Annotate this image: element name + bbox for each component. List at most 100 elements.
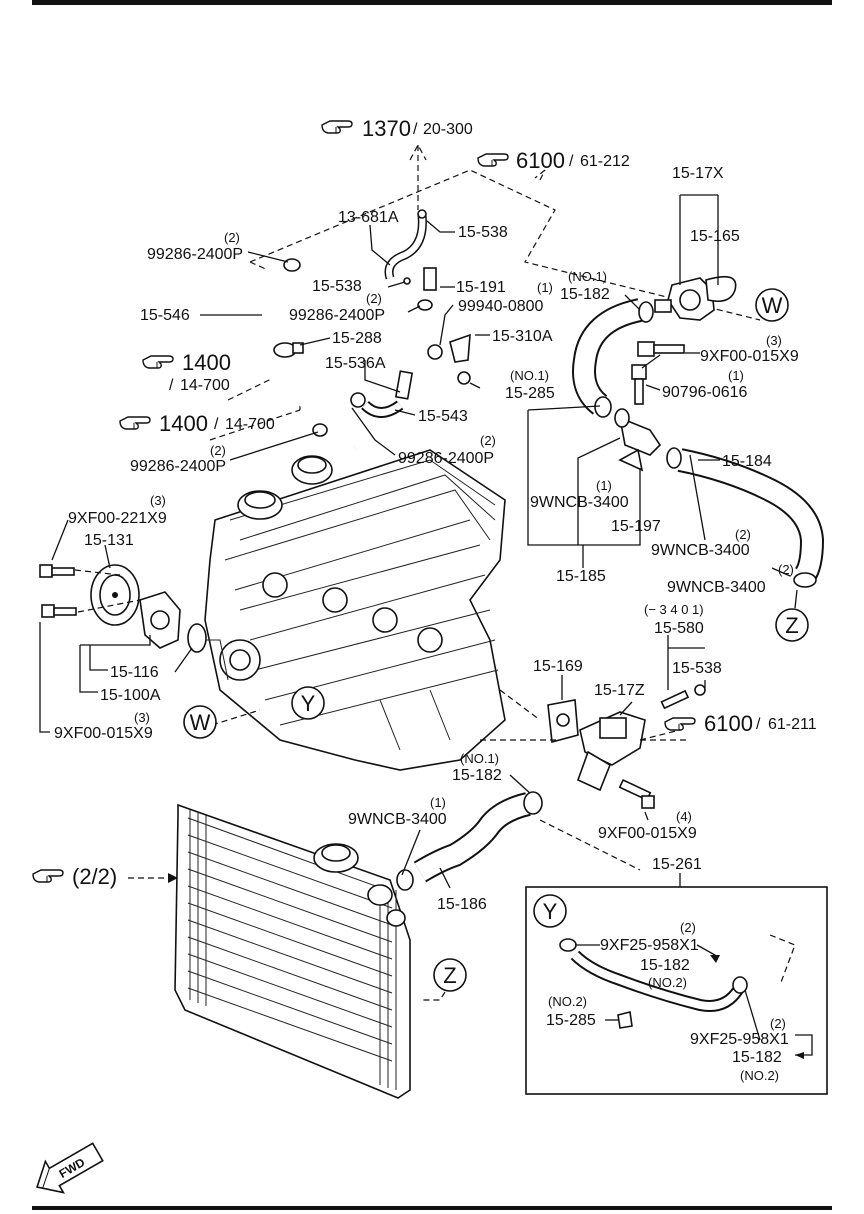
water-pump-pulley-15-131[interactable] <box>90 564 140 626</box>
radiator <box>174 803 411 1099</box>
bolt-9xf00-015x9-top[interactable] <box>637 341 685 357</box>
bypass-pipe-13-681a[interactable] <box>384 209 471 363</box>
qty-label: (1) <box>537 280 553 295</box>
part-label-99940-0800[interactable]: 99940-0800 <box>458 298 544 315</box>
part-label-15-538-low[interactable]: 15-538 <box>672 660 722 677</box>
callout-w-top[interactable]: W <box>755 288 789 322</box>
part-label-90796-0616[interactable]: 90796-0616 <box>662 384 748 401</box>
part-label-9xf00-015x9-left[interactable]: 9XF00-015X9 <box>54 725 153 742</box>
ref-sub: 61-212 <box>580 153 630 170</box>
bolt-9xf00-015x9-lower[interactable] <box>618 778 655 809</box>
part-label-15-182-d[interactable]: 15-182 <box>732 1049 782 1066</box>
ref-slash: / <box>214 416 219 433</box>
clamp-15-288[interactable] <box>273 342 304 358</box>
lower-right-leaders <box>480 635 706 821</box>
part-label-9xf00-015x9-top[interactable]: 9XF00-015X9 <box>700 348 799 365</box>
qty-label: (2) <box>366 291 382 306</box>
part-label-15-165[interactable]: 15-165 <box>690 228 740 245</box>
part-label-15-285[interactable]: 15-285 <box>505 385 555 402</box>
bolt-90796-0616[interactable] <box>631 364 647 405</box>
reference-2of2[interactable]: (2/2) <box>32 864 178 889</box>
part-label-9xf00-221x9[interactable]: 9XF00-221X9 <box>68 510 167 527</box>
engine-cylinder-head-illustration <box>200 449 506 771</box>
water-pump-leaders <box>39 519 261 733</box>
part-label-9wncb-3400-b[interactable]: 9WNCB-3400 <box>651 542 750 559</box>
part-label-99286-2400p-a[interactable]: 99286-2400P <box>147 246 243 263</box>
part-label-15-182-top[interactable]: 15-182 <box>560 286 610 303</box>
ref-main: 1400 <box>182 350 231 375</box>
part-label-99286-2400p-d[interactable]: 99286-2400P <box>130 458 226 475</box>
bolt-15-580[interactable] <box>660 684 706 710</box>
pipe-joint-15-197[interactable] <box>614 408 662 472</box>
part-label-15-538-top[interactable]: 15-538 <box>458 224 508 241</box>
part-label-15-182-lower[interactable]: 15-182 <box>452 767 502 784</box>
part-label-15-184[interactable]: 15-184 <box>722 453 772 470</box>
reference-6100-top[interactable]: 6100 / 61-212 <box>477 148 630 173</box>
no-label: (NO.1) <box>568 269 607 284</box>
part-label-15-288[interactable]: 15-288 <box>332 330 382 347</box>
callout-z-top[interactable]: Z <box>775 589 809 642</box>
water-pump-15-100a[interactable] <box>139 591 207 653</box>
callout-y-engine[interactable]: Y <box>291 686 325 720</box>
inset-box-15-261 <box>525 873 828 1095</box>
part-label-15-546[interactable]: 15-546 <box>140 307 190 324</box>
part-label-15-186[interactable]: 15-186 <box>437 896 487 913</box>
reference-1370[interactable]: 1370 / 20-300 <box>321 116 473 141</box>
hose-15-546[interactable] <box>241 258 357 455</box>
part-label-9wncb-3400-a[interactable]: 9WNCB-3400 <box>530 494 629 511</box>
part-label-15-197[interactable]: 15-197 <box>611 518 661 535</box>
bottom-border-bar <box>32 1206 832 1210</box>
part-label-15-543[interactable]: 15-543 <box>418 408 468 425</box>
part-label-15-580[interactable]: 15-580 <box>654 620 704 637</box>
callout-w-engine[interactable]: W <box>183 705 217 739</box>
hose-15-184[interactable] <box>666 447 825 588</box>
bolt-9xf00-221x9[interactable] <box>39 564 75 578</box>
part-label-15-169[interactable]: 15-169 <box>533 658 583 675</box>
part-label-99286-2400p-c[interactable]: 99286-2400P <box>398 450 494 467</box>
part-label-15-17z[interactable]: 15-17Z <box>594 682 645 699</box>
callout-letter: Z <box>785 613 798 638</box>
part-label-9wncb-3400-d[interactable]: 9WNCB-3400 <box>348 811 447 828</box>
part-label-15-261[interactable]: 15-261 <box>652 856 702 873</box>
part-label-15-182-c[interactable]: 15-182 <box>640 957 690 974</box>
part-label-15-131[interactable]: 15-131 <box>84 532 134 549</box>
part-label-99286-2400p-b[interactable]: 99286-2400P <box>289 307 385 324</box>
part-label-9xf25-958x1-b[interactable]: 9XF25-958X1 <box>690 1031 789 1048</box>
part-label-9wncb-3400-c[interactable]: 9WNCB-3400 <box>667 579 766 596</box>
qty-label: (1) <box>728 368 744 383</box>
hose-15-536a[interactable] <box>350 370 471 418</box>
callout-letter: Y <box>301 691 316 716</box>
qty-label: (1) <box>596 478 612 493</box>
part-label-15-536a[interactable]: 15-536A <box>325 355 386 372</box>
reference-1400-b[interactable]: 1400 / 14-700 <box>119 411 275 436</box>
top-border-bar <box>32 0 832 5</box>
part-label-9xf25-958x1-a[interactable]: 9XF25-958X1 <box>600 937 699 954</box>
part-label-15-17x[interactable]: 15-17X <box>672 165 724 182</box>
part-label-13-681a[interactable]: 13-681A <box>338 209 399 226</box>
pointing-hand-icon <box>142 355 174 369</box>
qty-label: (2) <box>735 527 751 542</box>
part-label-15-100a[interactable]: 15-100A <box>100 687 161 704</box>
qty-label: (2) <box>680 920 696 935</box>
water-outlet-15-17z[interactable] <box>576 711 646 792</box>
part-label-15-191[interactable]: 15-191 <box>456 279 506 296</box>
part-label-9xf00-015x9-lower[interactable]: 9XF00-015X9 <box>598 825 697 842</box>
hose-15-186[interactable] <box>396 791 543 891</box>
ref-main: 6100 <box>516 148 565 173</box>
part-label-15-538-mid[interactable]: 15-538 <box>312 278 362 295</box>
pointing-hand-icon <box>321 120 353 134</box>
part-label-15-285-b[interactable]: 15-285 <box>546 1012 596 1029</box>
reference-1400-a[interactable]: 1400 / 14-700 <box>142 350 231 394</box>
reference-6100-lower[interactable]: 6100 / 61-211 <box>640 711 817 741</box>
part-label-15-116[interactable]: 15-116 <box>110 664 159 681</box>
gasket-15-169[interactable] <box>547 699 579 744</box>
top-right-leaders <box>527 194 791 577</box>
qty-label: (3) <box>766 333 782 348</box>
part-label-15-310a[interactable]: 15-310A <box>492 328 553 345</box>
bolt-9xf00-015x9-left[interactable] <box>41 604 77 618</box>
thermostat-housing-15-17x[interactable] <box>654 275 737 321</box>
callout-y-box[interactable]: Y <box>533 894 567 928</box>
callout-z-radiator[interactable]: Z <box>420 958 467 1001</box>
part-label-15-185[interactable]: 15-185 <box>556 568 606 585</box>
hose-15-182-top[interactable] <box>572 298 654 418</box>
